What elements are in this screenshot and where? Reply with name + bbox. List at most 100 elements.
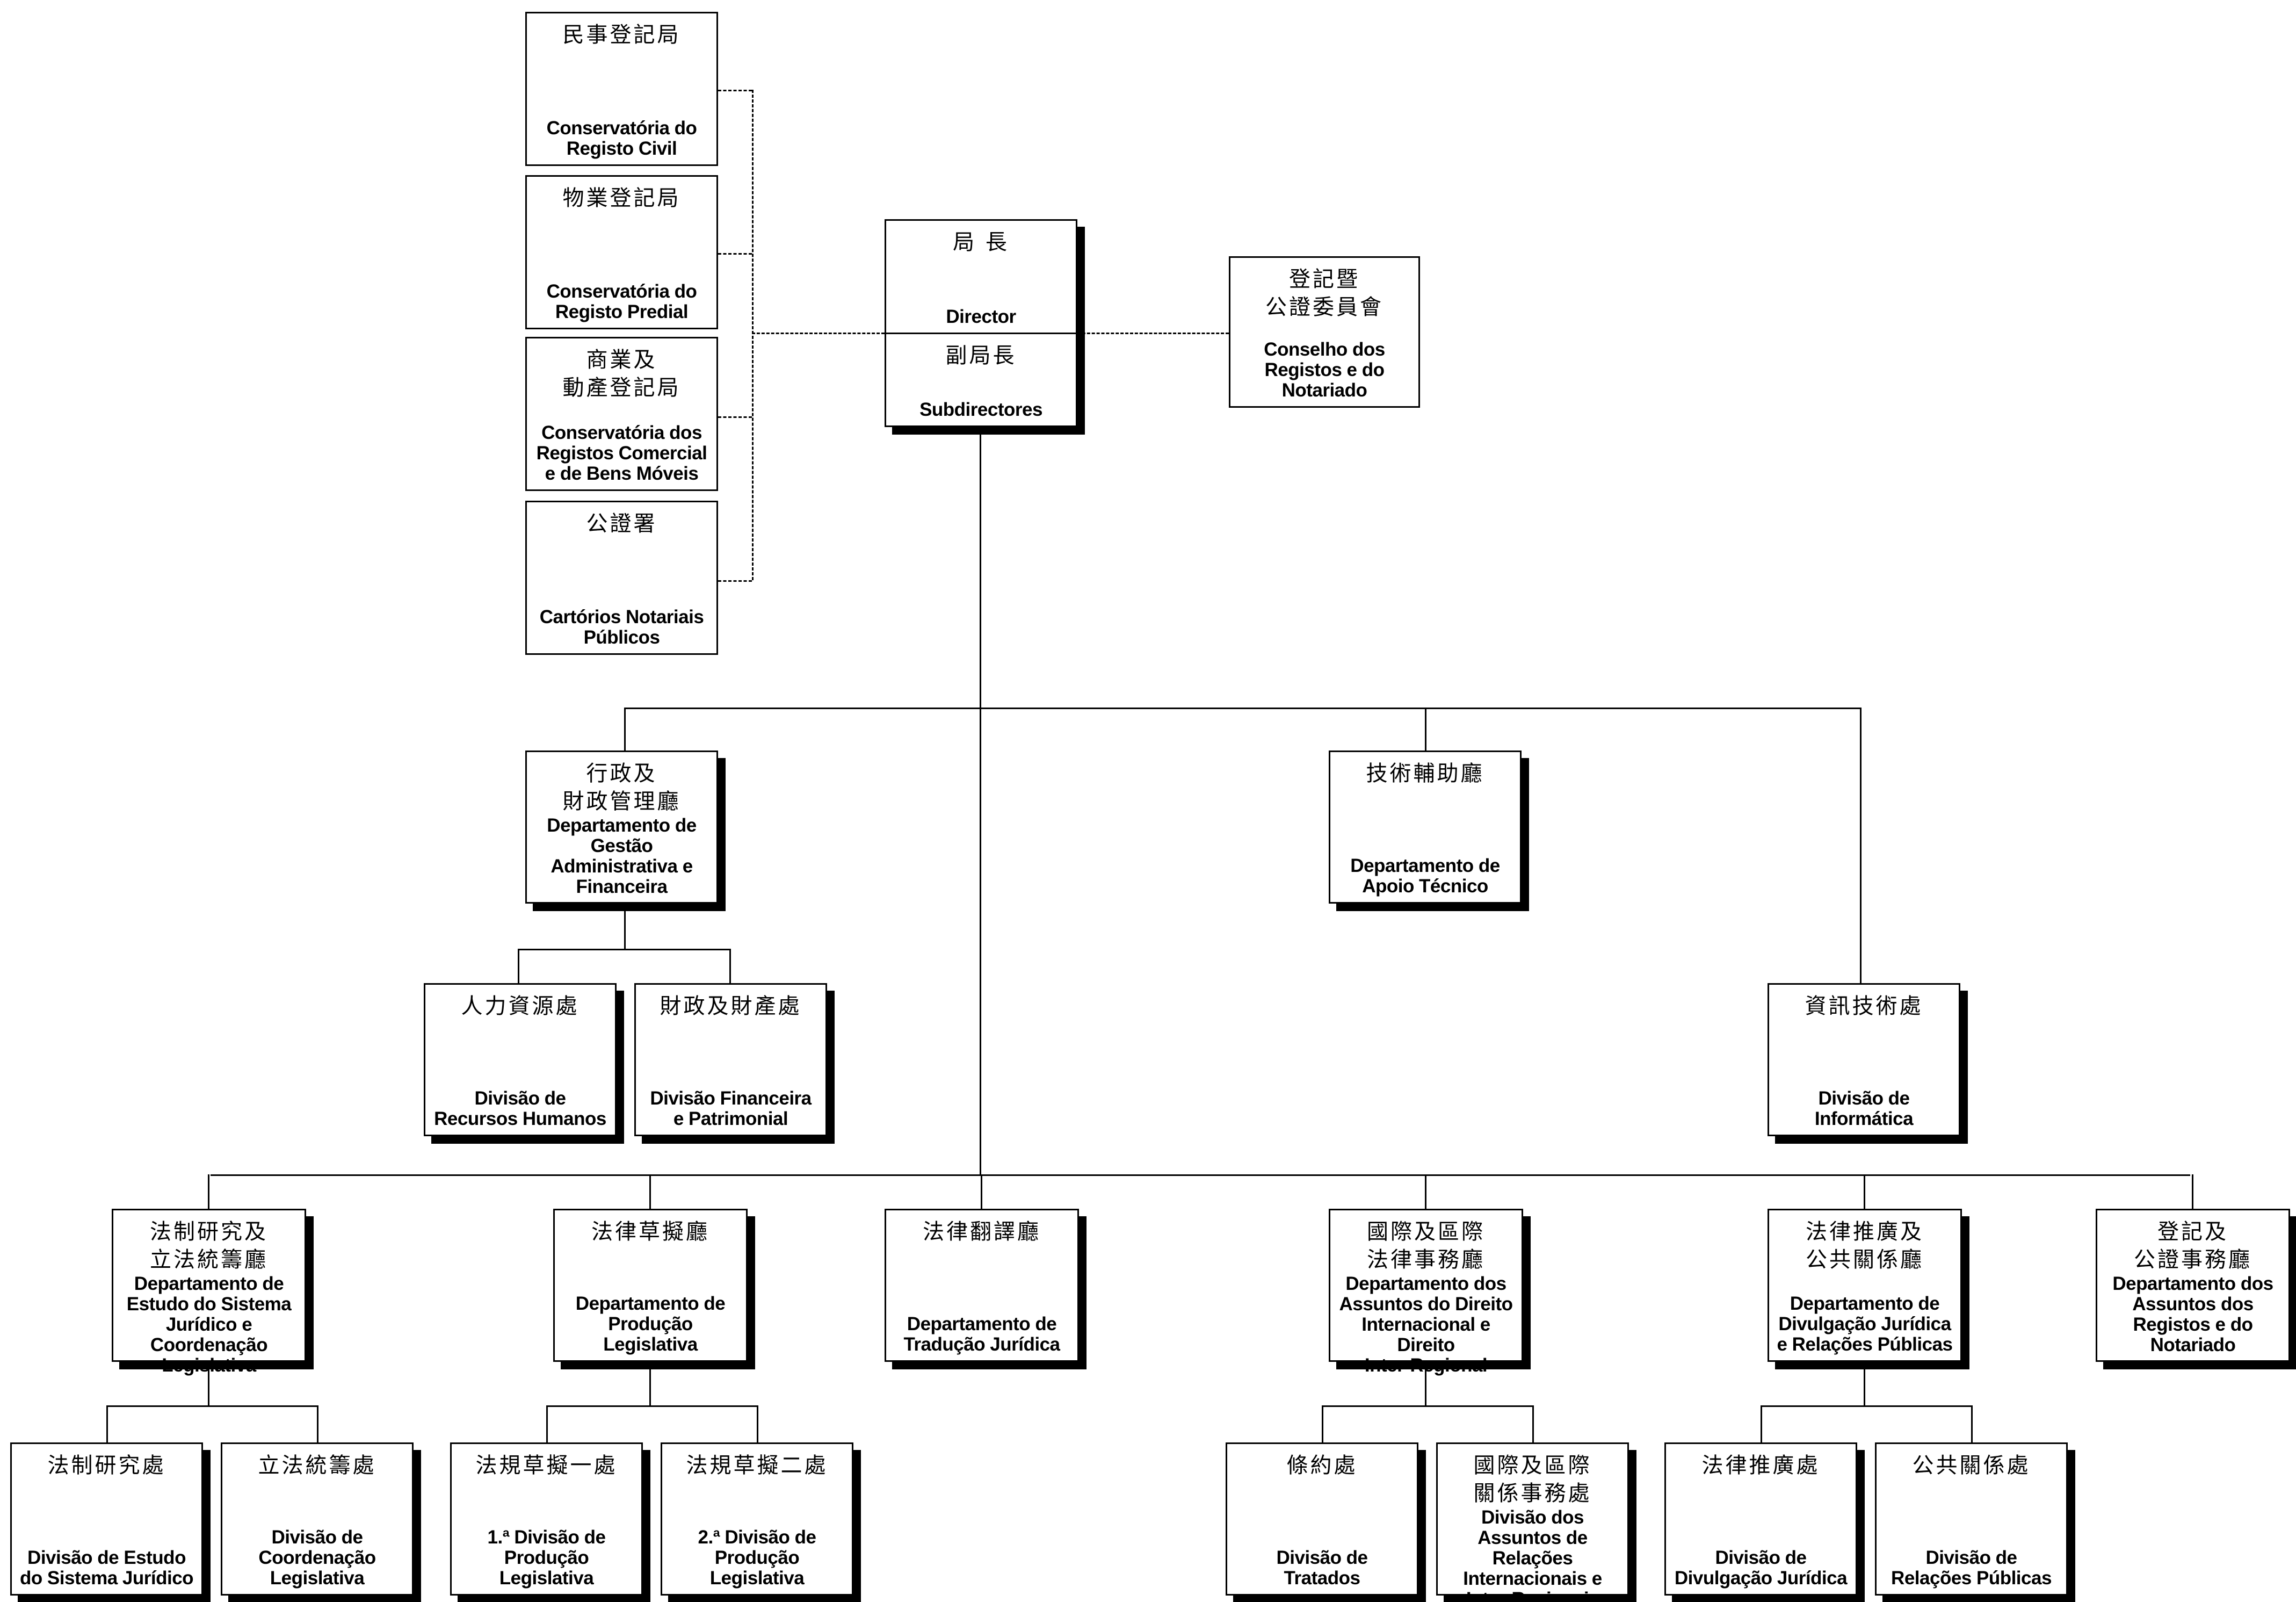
unit-name-portuguese: Departamento de Produção Legislativa — [575, 1293, 726, 1355]
unit-name-portuguese: Departamento de Tradução Jurídica — [903, 1314, 1060, 1355]
unit-name-portuguese: Divisão de Informática — [1814, 1088, 1914, 1129]
division-box: 法律推廣處 Divisão de Divulgação Jurídica — [1664, 1442, 1857, 1596]
connector-line — [546, 1405, 758, 1407]
unit-name-chinese: 民事登記局 — [562, 23, 681, 47]
unit-name-portuguese: Conselho dos Registos e do Notariado — [1264, 339, 1385, 401]
unit-name-portuguese: Divisão dos Assuntos de Relações Interna… — [1463, 1507, 1602, 1602]
connector-line — [1322, 1405, 1323, 1442]
connector-line — [624, 708, 626, 751]
unit-name-chinese: 法律翻譯廳 — [923, 1219, 1041, 1244]
unit-name-chinese: 條約處 — [1286, 1453, 1358, 1478]
registry-box: 民事登記局 Conservatória do Registo Civil — [525, 12, 718, 166]
unit-name-chinese: 人力資源處 — [461, 994, 580, 1019]
unit-name-portuguese: Divisão de Divulgação Jurídica — [1674, 1547, 1848, 1589]
connector-line — [981, 1174, 982, 1209]
connector-line — [729, 949, 731, 983]
division-box: 條約處 Divisão de Tratados — [1226, 1442, 1418, 1596]
director-title-portuguese: Director — [946, 306, 1016, 327]
unit-name-chinese: 登記暨 公證委員會 — [1265, 267, 1384, 320]
unit-name-chinese: 資訊技術處 — [1805, 994, 1923, 1019]
dashed-connector — [752, 333, 885, 334]
deputy-title-chinese: 副局長 — [945, 343, 1017, 368]
connector-line — [106, 1405, 318, 1407]
unit-name-chinese: 登記及 公證事務廳 — [2134, 1219, 2252, 1272]
main-trunk-line — [980, 427, 981, 1175]
unit-name-portuguese: 2.ª Divisão de Produção Legislativa — [698, 1527, 816, 1589]
unit-name-portuguese: Divisão Financeira e Patrimonial — [650, 1088, 812, 1129]
division-box: 資訊技術處 Divisão de Informática — [1768, 983, 1960, 1136]
dashed-connector — [718, 253, 752, 255]
unit-name-chinese: 法制研究處 — [47, 1453, 166, 1478]
unit-name-portuguese: Departamento de Estudo do Sistema Jurídi… — [126, 1273, 292, 1376]
deputy-director-section: 副局長 Subdirectores — [886, 334, 1076, 425]
connector-line — [106, 1405, 108, 1442]
unit-name-chinese: 技術輔助廳 — [1366, 761, 1484, 786]
dashed-connector — [752, 90, 754, 580]
connector-line — [317, 1405, 318, 1442]
unit-name-chinese: 法規草擬一處 — [475, 1453, 618, 1478]
unit-name-chinese: 國際及區際 法律事務廳 — [1367, 1219, 1485, 1272]
connector-line — [757, 1405, 758, 1442]
unit-name-chinese: 法律推廣處 — [1701, 1453, 1820, 1478]
connector-line — [1322, 1405, 1534, 1407]
division-box: 法制研究處 Divisão de Estudo do Sistema Jurídi… — [10, 1442, 203, 1596]
connector-line — [649, 1362, 651, 1406]
connector-line — [1425, 1362, 1426, 1406]
deputy-title-portuguese: Subdirectores — [919, 399, 1042, 420]
connector-line — [624, 708, 1860, 709]
connector-line — [518, 949, 730, 950]
unit-name-portuguese: Conservatória dos Registos Comercial e d… — [536, 422, 707, 484]
connector-line — [1761, 1405, 1973, 1407]
unit-name-portuguese: Conservatória do Registo Predial — [546, 281, 697, 322]
director-title-chinese: 局 長 — [953, 230, 1009, 255]
division-box: 法規草擬二處 2.ª Divisão de Produção Legislativ… — [661, 1442, 853, 1596]
connector-line — [211, 1174, 2190, 1176]
unit-name-chinese: 商業及 動產登記局 — [562, 348, 681, 400]
department-box: 法律草擬廳 Departamento de Produção Legislativ… — [553, 1209, 748, 1362]
unit-name-portuguese: 1.ª Divisão de Produção Legislativa — [487, 1527, 606, 1589]
unit-name-chinese: 公共關係處 — [1912, 1453, 2031, 1478]
department-box: 技術輔助廳 Departamento de Apoio Técnico — [1329, 751, 1522, 904]
unit-name-chinese: 法規草擬二處 — [686, 1453, 828, 1478]
connector-line — [1532, 1405, 1534, 1442]
connector-line — [208, 1174, 209, 1209]
department-box: 法律翻譯廳 Departamento de Tradução Jurídica — [885, 1209, 1079, 1362]
connector-line — [649, 1174, 651, 1209]
unit-name-chinese: 財政及財產處 — [660, 994, 802, 1019]
unit-name-portuguese: Divisão de Tratados — [1276, 1547, 1368, 1589]
director-section: 局 長 Director — [886, 221, 1076, 334]
dashed-connector — [718, 90, 752, 91]
unit-name-chinese: 立法統籌處 — [258, 1453, 376, 1478]
division-box: 公共關係處 Divisão de Relações Públicas — [1875, 1442, 2068, 1596]
unit-name-portuguese: Divisão de Estudo do Sistema Jurídico — [19, 1547, 194, 1589]
unit-name-portuguese: Divisão de Recursos Humanos — [434, 1088, 606, 1129]
unit-name-chinese: 法律草擬廳 — [591, 1219, 709, 1244]
connector-line — [1971, 1405, 1973, 1442]
connector-line — [2192, 1174, 2193, 1209]
registry-box: 商業及 動產登記局 Conservatória dos Registos Come… — [525, 337, 718, 491]
connector-line — [1425, 708, 1426, 751]
dashed-connector — [1077, 333, 1229, 334]
unit-name-chinese: 國際及區際 關係事務處 — [1473, 1453, 1592, 1506]
unit-name-portuguese: Departamento de Divulgação Jurídica e Re… — [1777, 1293, 1953, 1355]
division-box: 財政及財產處 Divisão Financeira e Patrimonial — [634, 983, 827, 1136]
connector-line — [208, 1362, 209, 1406]
dashed-connector — [718, 580, 752, 582]
unit-name-portuguese: Departamento de Apoio Técnico — [1350, 855, 1500, 897]
council-box: 登記暨 公證委員會 Conselho dos Registos e do Nota… — [1229, 256, 1420, 408]
unit-name-portuguese: Conservatória do Registo Civil — [546, 118, 697, 159]
unit-name-portuguese: Departamento de Gestão Administrativa e … — [547, 815, 697, 897]
unit-name-chinese: 公證署 — [586, 511, 657, 536]
unit-name-portuguese: Divisão de Relações Públicas — [1891, 1547, 2052, 1589]
unit-name-portuguese: Departamento dos Assuntos do Direito Int… — [1339, 1273, 1513, 1376]
connector-line — [518, 949, 519, 983]
connector-line — [1860, 708, 1862, 983]
connector-line — [1425, 1174, 1426, 1209]
